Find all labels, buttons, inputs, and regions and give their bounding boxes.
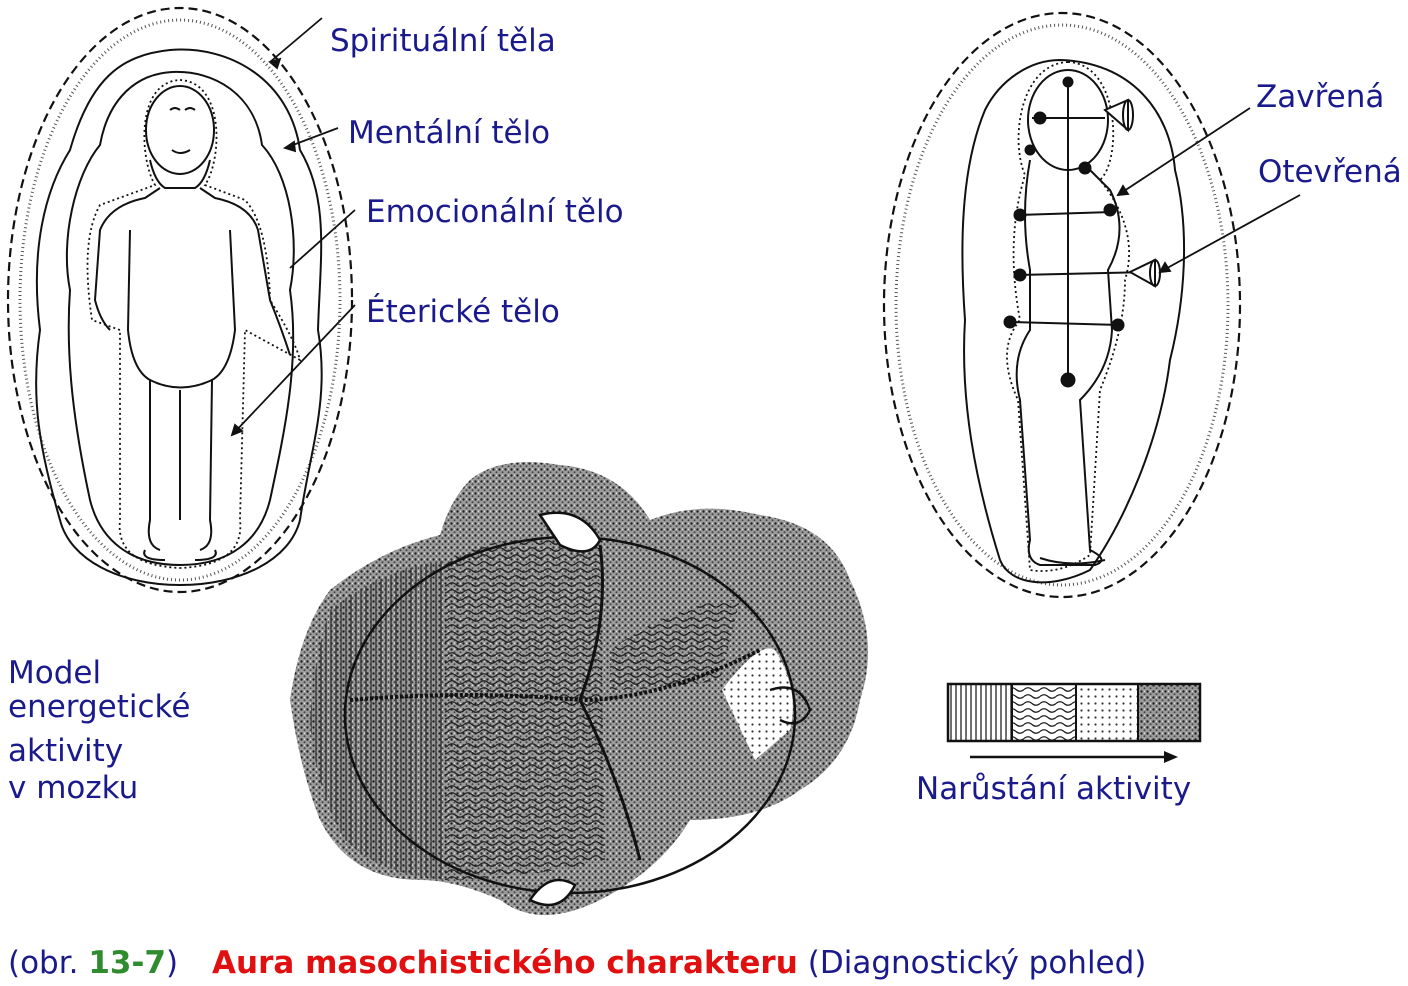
spiritual-bodies-label: Spirituální těla bbox=[330, 24, 556, 58]
side-aura-figure bbox=[884, 13, 1240, 597]
brain-model-line-3: aktivity bbox=[8, 734, 123, 768]
mental-body-outline bbox=[36, 50, 322, 585]
diagram-artwork bbox=[0, 0, 1408, 944]
chakra-points bbox=[1004, 77, 1124, 387]
side-outer-aura bbox=[884, 13, 1240, 597]
brain-energy-model bbox=[290, 462, 868, 915]
human-front-silhouette bbox=[95, 86, 290, 560]
activity-legend bbox=[948, 684, 1200, 763]
side-emotional-outline bbox=[962, 60, 1184, 582]
emotional-body-label: Emocionální tělo bbox=[366, 195, 624, 229]
caption-subtitle: (Diagnostický pohled) bbox=[808, 945, 1147, 981]
brain-model-line-2: energetické bbox=[8, 690, 190, 724]
front-aura-figure bbox=[8, 8, 352, 592]
caption-figure-number: 13-7 bbox=[88, 945, 166, 981]
caption-close: ) bbox=[166, 945, 178, 981]
etheric-body-label: Éterické tělo bbox=[366, 295, 560, 329]
right-pointer-lines bbox=[1118, 108, 1300, 272]
brain-wave-zone bbox=[445, 538, 605, 880]
caption-title: Aura masochistického charakteru bbox=[212, 945, 798, 981]
closed-chakra-label: Zavřená bbox=[1256, 80, 1384, 114]
side-inner-hatch bbox=[896, 25, 1228, 585]
brain-model-line-4: v mozku bbox=[8, 771, 138, 805]
caption-prefix: (obr. bbox=[8, 945, 88, 981]
activity-legend-label: Narůstání aktivity bbox=[916, 772, 1191, 806]
brain-model-line-1: Model bbox=[8, 656, 101, 690]
figure-caption: (obr. 13-7) Aura masochistického charakte… bbox=[8, 944, 1146, 982]
open-chakra-label: Otevřená bbox=[1258, 155, 1402, 189]
mental-body-label: Mentální tělo bbox=[348, 116, 550, 150]
